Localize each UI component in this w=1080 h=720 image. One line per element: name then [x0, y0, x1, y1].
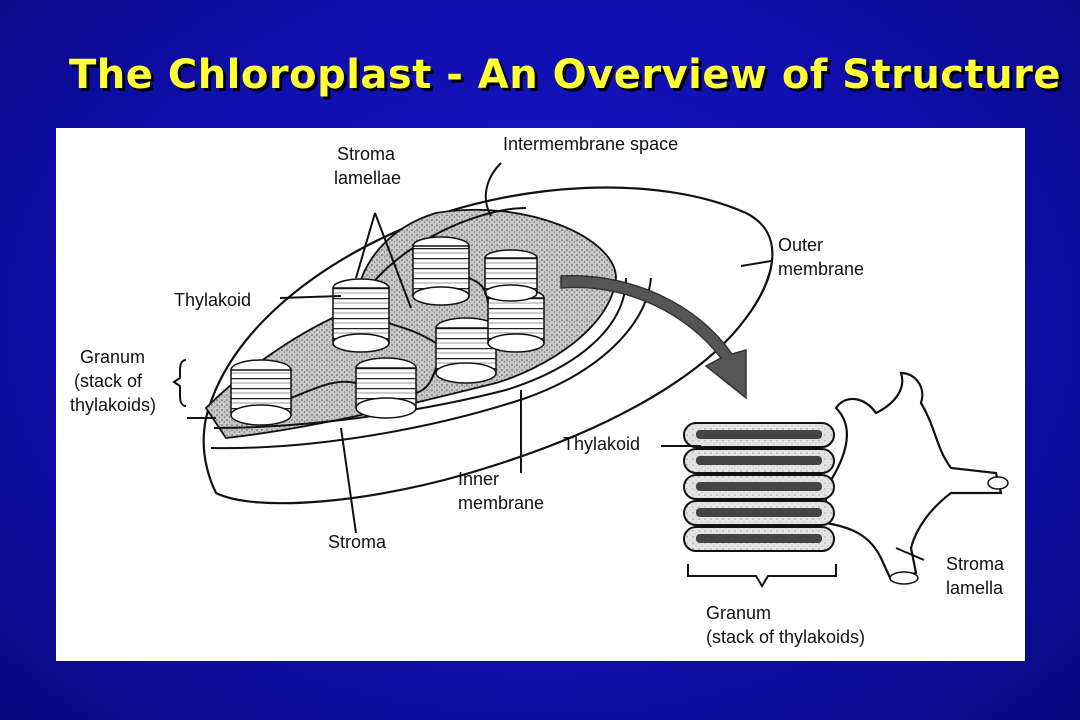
label-inner-membrane-line2: membrane	[458, 493, 544, 513]
stroma-lamella-shape	[824, 371, 1003, 582]
diagram-labels: Intermembrane space Stroma lamellae Oute…	[70, 134, 1005, 647]
label-stroma-lamella-line1: Stroma	[946, 554, 1005, 574]
label-granum-left-line3: thylakoids)	[70, 395, 156, 415]
label-thylakoid-right: Thylakoid	[563, 434, 640, 454]
label-granum-right-line1: Granum	[706, 603, 771, 623]
stroma-lamella-connector	[290, 380, 357, 399]
leader-lines	[172, 162, 925, 561]
label-thylakoid-left: Thylakoid	[174, 290, 251, 310]
inner-membrane-rim	[213, 277, 627, 429]
diagram-svg: Intermembrane space Stroma lamellae Oute…	[70, 134, 1009, 647]
slide-title: The Chloroplast - An Overview of Structu…	[69, 52, 1061, 98]
label-stroma-lamellae-line1: Stroma	[337, 144, 396, 164]
label-outer-membrane-line2: membrane	[778, 259, 864, 279]
outer-membrane-rim	[210, 277, 652, 450]
label-stroma-lamellae-line2: lamellae	[334, 168, 401, 188]
granum-stack	[435, 317, 497, 384]
stroma-lamella-connector	[388, 322, 437, 344]
label-intermembrane-space: Intermembrane space	[503, 134, 678, 154]
outer-membrane-shape	[202, 186, 774, 505]
granum-stack	[230, 359, 292, 426]
stroma-lamella-connector	[468, 277, 489, 304]
zoom-arrow	[560, 275, 747, 400]
granum-stack	[332, 278, 390, 353]
label-outer-membrane-line1: Outer	[778, 235, 823, 255]
label-granum-right-line2: (stack of thylakoids)	[706, 627, 865, 647]
label-granum-left-line1: Granum	[80, 347, 145, 367]
granum-stack	[412, 236, 470, 306]
label-stroma: Stroma	[328, 532, 387, 552]
granum-brace	[687, 564, 837, 588]
stroma-lamella-connector	[415, 367, 437, 394]
label-granum-left-line2: (stack of	[74, 371, 143, 391]
grana-stacks-left	[230, 236, 545, 426]
zoomed-granum	[683, 371, 1009, 588]
label-inner-membrane-line1: Inner	[458, 469, 499, 489]
granum-stack	[484, 249, 538, 302]
label-stroma-lamella-line2: lamella	[946, 578, 1004, 598]
thylakoid-discs	[683, 422, 835, 552]
granum-stack	[355, 357, 417, 419]
chloroplast-diagram: Intermembrane space Stroma lamellae Oute…	[56, 128, 1025, 661]
